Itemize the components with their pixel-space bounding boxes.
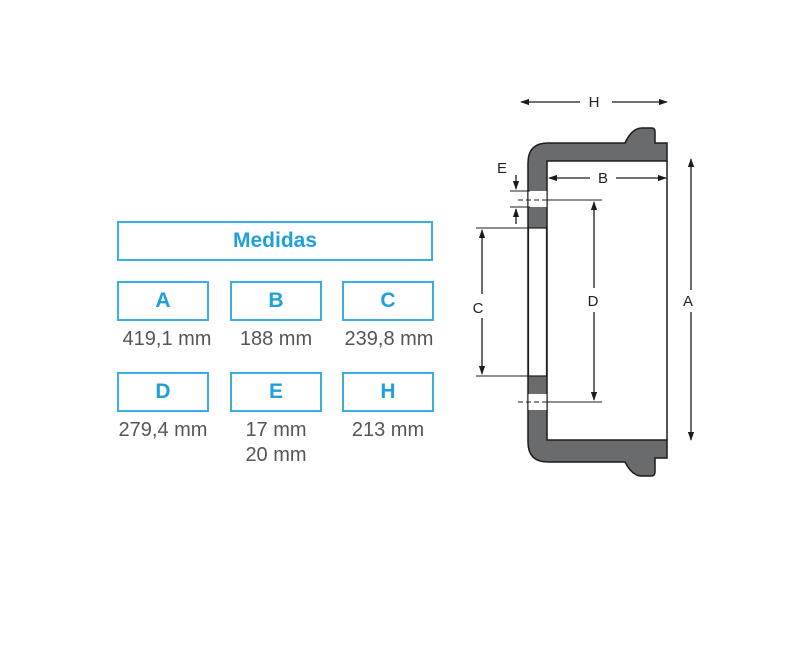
measure-value-e-alt: 20 mm (245, 444, 307, 466)
measure-key-label: D (155, 380, 171, 403)
measure-key-label: B (268, 289, 284, 312)
dim-label-e: E (497, 160, 507, 177)
measure-key-e: E (230, 372, 322, 412)
measure-value-a: 419,1 mm (122, 328, 212, 350)
measure-key-a: A (117, 281, 209, 321)
measure-key-d: D (117, 372, 209, 412)
measure-key-label: E (268, 380, 283, 403)
dim-label-b: B (598, 170, 608, 187)
measure-value-e: 17 mm (245, 419, 307, 441)
dim-label-c: C (473, 300, 484, 317)
measure-value-d: 279,4 mm (118, 419, 208, 441)
stud-hole-top (528, 191, 547, 207)
medidas-title: Medidas (232, 229, 318, 252)
measure-key-b: B (230, 281, 322, 321)
measure-key-label: H (380, 380, 396, 403)
dim-label-d: D (588, 293, 599, 310)
measure-key-label: C (380, 289, 396, 312)
medidas-header: Medidas (117, 221, 433, 261)
measure-key-h: H (342, 372, 434, 412)
dim-label-a: A (683, 293, 693, 310)
measure-value-b: 188 mm (239, 328, 313, 350)
measure-value-c: 239,8 mm (344, 328, 434, 350)
measure-key-c: C (342, 281, 434, 321)
measure-key-label: A (155, 289, 171, 312)
drum-section (527, 127, 668, 477)
drum-web-gap (527, 227, 548, 377)
dim-label-h: H (589, 94, 600, 111)
measure-value-h: 213 mm (351, 419, 425, 441)
